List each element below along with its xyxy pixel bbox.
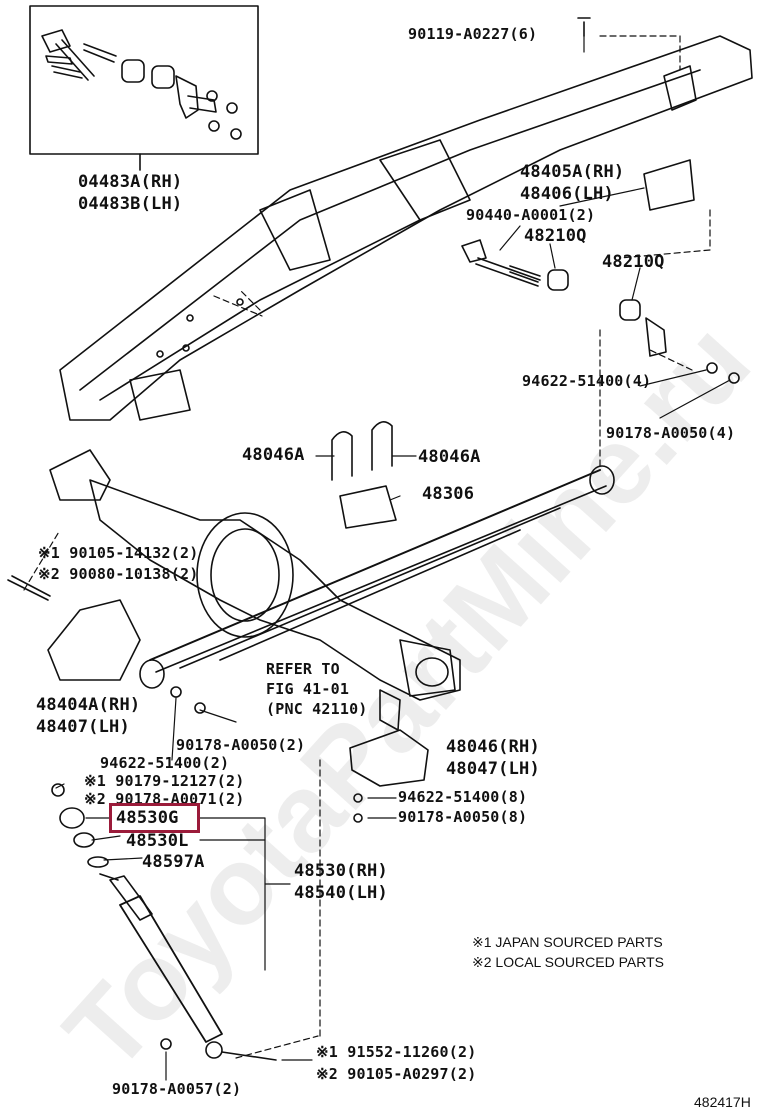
label-48047[interactable]: 48047(LH) [446,759,540,779]
label-48404a[interactable]: 48404A(RH) [36,695,141,715]
label-90105-a0297[interactable]: ※2 90105-A0297(2) [316,1065,477,1083]
frame-rail [59,35,753,421]
refer-line-2[interactable]: FIG 41-01 [266,680,350,698]
label-48210q-2[interactable]: 48210Q [602,252,665,272]
note-japan-sourced: ※1 JAPAN SOURCED PARTS [472,934,663,950]
label-91552[interactable]: ※1 91552-11260(2) [316,1043,477,1061]
label-48530[interactable]: 48530(RH) [294,861,388,881]
label-90178-top[interactable]: 90178-A0050(4) [606,424,736,442]
label-48046a-left[interactable]: 48046A [242,445,305,465]
label-48406[interactable]: 48406(LH) [520,184,614,204]
refer-line-1: REFER TO [266,660,340,678]
label-90105-14132[interactable]: ※1 90105-14132(2) [38,544,199,562]
note-local-sourced: ※2 LOCAL SOURCED PARTS [472,954,664,970]
label-48530l[interactable]: 48530L [126,831,189,851]
spring-bracket [47,599,141,681]
label-04483b[interactable]: 04483B(LH) [78,194,183,214]
hanger-parts [461,159,740,384]
shock-absorber [51,783,277,1061]
leaf-spring [139,465,615,689]
u-bolts [331,421,397,529]
label-90080-10138[interactable]: ※2 90080-10138(2) [38,565,199,583]
label-04483a[interactable]: 04483A(RH) [78,172,183,192]
label-94622-top[interactable]: 94622-51400(4) [522,372,652,390]
label-48540[interactable]: 48540(LH) [294,883,388,903]
highlight-48530g [109,803,200,833]
leader-lines [23,35,731,1081]
label-90179[interactable]: ※1 90179-12127(2) [84,772,245,790]
refer-line-3: (PNC 42110) [266,700,368,718]
label-90178-mid[interactable]: 90178-A0050(2) [176,736,306,754]
label-48046[interactable]: 48046(RH) [446,737,540,757]
label-48407[interactable]: 48407(LH) [36,717,130,737]
spring-seat [349,729,429,787]
label-48405a[interactable]: 48405A(RH) [520,162,625,182]
label-90178-a0057[interactable]: 90178-A0057(2) [112,1080,242,1098]
label-90119[interactable]: 90119-A0227(6) [408,25,538,43]
label-48597a[interactable]: 48597A [142,852,205,872]
axle-housing [49,449,461,731]
label-48530g[interactable]: 48530G [116,808,179,828]
label-90178-8[interactable]: 90178-A0050(8) [398,808,528,826]
diagram-code: 482417H [694,1094,751,1110]
label-48306[interactable]: 48306 [422,484,475,504]
label-48046a-right[interactable]: 48046A [418,447,481,467]
fasteners [7,17,591,823]
label-94622-8[interactable]: 94622-51400(8) [398,788,528,806]
kit-contents [41,29,242,140]
label-90440[interactable]: 90440-A0001(2) [466,206,596,224]
label-94622-mid[interactable]: 94622-51400(2) [100,754,230,772]
label-48210q-1[interactable]: 48210Q [524,226,587,246]
kit-inset-box [29,5,259,155]
